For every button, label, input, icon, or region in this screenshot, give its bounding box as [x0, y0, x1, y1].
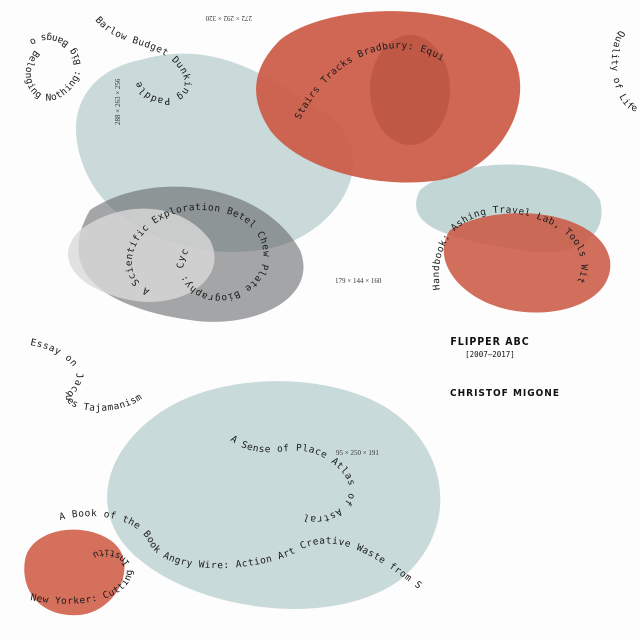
- red-shape-bottom: [24, 529, 125, 616]
- artist-name: CHRISTOF MIGONE: [450, 388, 560, 399]
- album-title: FLIPPER ABC: [450, 336, 530, 348]
- curved-title: Belonging Nothing: Big Bangs of Time, Tr…: [0, 0, 83, 104]
- dimension-label: 179 × 144 × 160: [335, 277, 382, 285]
- curved-title: Essay on Jacques Tajamanism: [29, 337, 144, 414]
- svg-text:Belonging Nothing: Big Bangs o: Belonging Nothing: Big Bangs of Time, Tr…: [0, 0, 84, 104]
- svg-text:Essay on Jacques Tajamanism: Essay on Jacques Tajamanism: [29, 337, 144, 414]
- dimension-label: 272 × 292 × 320: [205, 14, 252, 22]
- red-shape-right: [443, 213, 611, 313]
- title-block: FLIPPER ABC [2007–2017]: [440, 336, 540, 359]
- blue-grey-shape-large: [107, 381, 441, 609]
- photo-fragment-shape: [68, 186, 304, 322]
- red-portrait-shape: [256, 11, 521, 183]
- dimension-label: 288 × 263 × 256: [114, 78, 122, 125]
- album-years: [2007–2017]: [465, 350, 515, 359]
- dimension-label: 95 × 250 × 191: [336, 449, 379, 457]
- dimension-labels: 272 × 292 × 320 288 × 263 × 256 179 × 14…: [114, 14, 382, 457]
